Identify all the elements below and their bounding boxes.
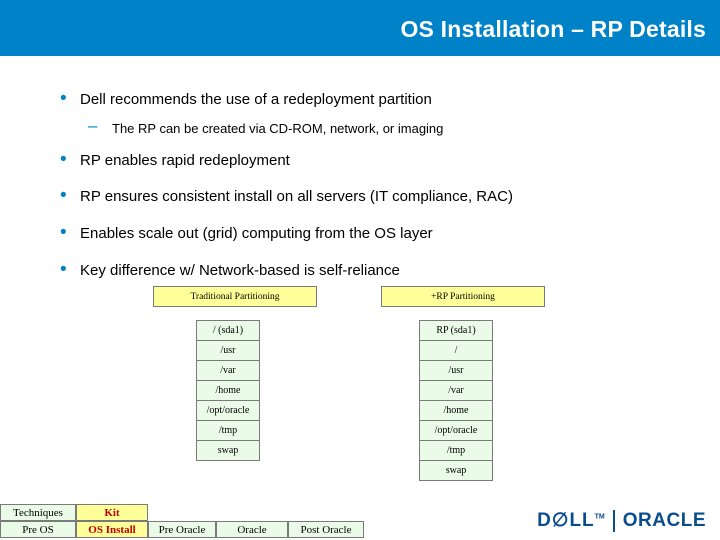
partition-cell: /opt/oracle (419, 420, 493, 441)
dell-wordmark: D∅LL (537, 510, 595, 531)
table-row: /usr (419, 360, 493, 381)
page-title: OS Installation – RP Details (400, 16, 706, 42)
table-row: /home (419, 400, 493, 421)
partition-cell: swap (419, 460, 493, 481)
dell-trademark-icon: TM (594, 513, 605, 521)
dell-logo: D∅LLTM (537, 509, 605, 532)
table-row: /opt/oracle (196, 400, 260, 421)
partition-cell: /tmp (196, 420, 260, 441)
table-row: / (sda1) (196, 320, 260, 341)
bullet-dot-icon: • (60, 259, 67, 280)
nav-pre-oracle[interactable]: Pre Oracle (148, 521, 216, 538)
bullet-text: The RP can be created via CD-ROM, networ… (112, 121, 444, 136)
partition-cell: /tmp (419, 440, 493, 461)
nav-pre-os[interactable]: Pre OS (0, 521, 76, 538)
partition-cell: / (419, 340, 493, 361)
partition-cell: /usr (196, 340, 260, 361)
traditional-partitioning-header: Traditional Partitioning (153, 286, 317, 307)
bullet-text: Enables scale out (grid) computing from … (80, 225, 433, 242)
oracle-logo: ORACLE (622, 509, 706, 531)
table-row: swap (196, 440, 260, 461)
rp-partitioning-header: +RP Partitioning (381, 286, 545, 307)
bullet-item-4: • RP ensures consistent install on all s… (58, 185, 513, 207)
table-row: /var (419, 380, 493, 401)
partition-cell: /opt/oracle (196, 400, 260, 421)
bullet-text: RP enables rapid redeployment (80, 152, 290, 169)
bullet-dash-icon: – (88, 116, 98, 135)
table-row: /tmp (196, 420, 260, 441)
partition-cell: /var (419, 380, 493, 401)
traditional-partitioning-header-table: Traditional Partitioning (153, 286, 317, 307)
rp-partitioning-header-table: +RP Partitioning (381, 286, 545, 307)
partition-cell: RP (sda1) (419, 320, 493, 341)
bullet-item-6: • Key difference w/ Network-based is sel… (58, 259, 400, 281)
traditional-partitioning-table: / (sda1) /usr /var /home /opt/oracle /tm… (196, 320, 260, 461)
table-row: Traditional Partitioning (153, 286, 317, 307)
table-row: /usr (196, 340, 260, 361)
header-bar: OS Installation – RP Details (0, 0, 720, 56)
bullet-item-1: • Dell recommends the use of a redeploym… (58, 88, 432, 110)
table-row: /var (196, 360, 260, 381)
logo-group: D∅LLTM ORACLE (537, 509, 706, 532)
nav-post-oracle[interactable]: Post Oracle (288, 521, 364, 538)
bullet-dot-icon: • (60, 88, 67, 109)
nav-oracle[interactable]: Oracle (216, 521, 288, 538)
table-row: swap (419, 460, 493, 481)
nav-kit[interactable]: Kit (76, 504, 148, 521)
rp-partitioning-table: RP (sda1) / /usr /var /home /opt/oracle … (419, 320, 493, 481)
bullet-item-2: – The RP can be created via CD-ROM, netw… (88, 116, 444, 138)
table-row: /home (196, 380, 260, 401)
table-row: RP (sda1) (419, 320, 493, 341)
logo-divider (612, 509, 615, 532)
table-row: / (419, 340, 493, 361)
bullet-text: Key difference w/ Network-based is self-… (80, 262, 400, 279)
bullet-item-3: • RP enables rapid redeployment (58, 149, 290, 171)
bullet-text: Dell recommends the use of a redeploymen… (80, 91, 432, 108)
bullet-dot-icon: • (60, 185, 67, 206)
nav-techniques[interactable]: Techniques (0, 504, 76, 521)
partition-cell: /usr (419, 360, 493, 381)
table-row: +RP Partitioning (381, 286, 545, 307)
bottom-navigation: Techniques Kit Pre OS OS Install Pre Ora… (0, 504, 720, 540)
bullet-dot-icon: • (60, 222, 67, 243)
bullet-item-5: • Enables scale out (grid) computing fro… (58, 222, 433, 244)
partition-cell: /home (196, 380, 260, 401)
partition-cell: swap (196, 440, 260, 461)
partition-cell: /home (419, 400, 493, 421)
nav-os-install[interactable]: OS Install (76, 521, 148, 538)
table-row: /tmp (419, 440, 493, 461)
partition-cell: /var (196, 360, 260, 381)
partition-cell: / (sda1) (196, 320, 260, 341)
bullet-text: RP ensures consistent install on all ser… (80, 188, 513, 205)
table-row: /opt/oracle (419, 420, 493, 441)
bullet-dot-icon: • (60, 149, 67, 170)
